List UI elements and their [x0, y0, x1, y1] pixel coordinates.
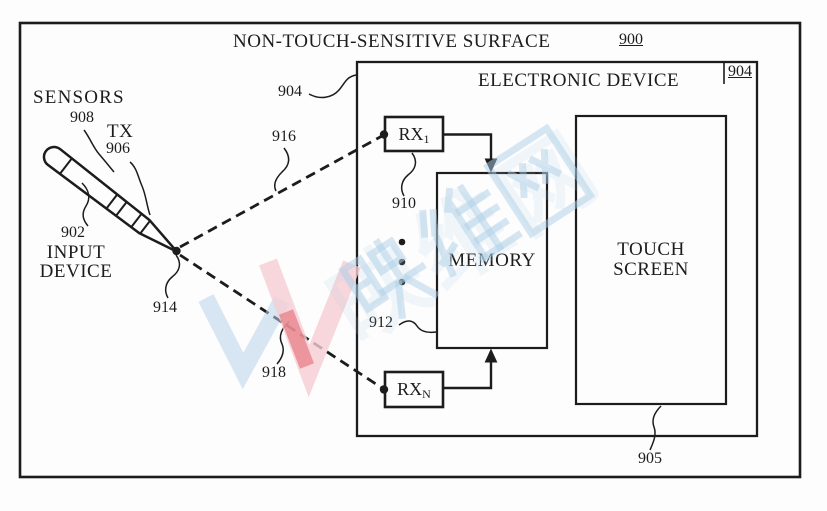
surface-title: NON-TOUCH-SENSITIVE SURFACE — [233, 31, 551, 52]
tip-ref: 914 — [153, 299, 177, 316]
sensors-label: SENSORS — [33, 87, 125, 108]
leader-910 — [400, 152, 417, 197]
touch-screen-box — [574, 114, 728, 406]
touch-screen-ref: 905 — [638, 450, 662, 467]
touch-screen-label: TOUCH SCREEN — [613, 239, 689, 280]
rxn-to-memory-arrow — [443, 348, 498, 390]
electronic-device-title: ELECTRONIC DEVICE — [478, 70, 680, 91]
tx-ref: 906 — [106, 140, 130, 157]
tx-label: TX — [107, 121, 134, 142]
leader-902 — [81, 182, 90, 227]
electronic-device-ref-leader: 904 — [278, 83, 302, 100]
memory-ref: 912 — [369, 314, 393, 331]
rx1-contact-dot — [379, 130, 389, 139]
leader-904 — [308, 74, 357, 99]
electronic-device-box — [355, 60, 759, 438]
input-device-label: INPUT DEVICE — [39, 242, 113, 282]
leader-912 — [398, 320, 437, 334]
rx1-ref: 910 — [392, 195, 416, 212]
stylus-tip-dot — [172, 246, 181, 256]
leader-918 — [276, 321, 290, 365]
link-918-ref: 918 — [262, 364, 286, 381]
memory-label: MEMORY — [448, 250, 536, 271]
input-device-ref: 902 — [61, 224, 85, 241]
leader-908 — [83, 129, 115, 173]
rxn-contact-dot — [379, 385, 389, 394]
surface-ref: 900 — [619, 31, 643, 48]
non-touch-surface-box — [18, 21, 802, 479]
leader-906 — [129, 161, 151, 216]
rx1-box — [383, 115, 445, 153]
link-916-ref: 916 — [272, 128, 296, 145]
leader-916 — [273, 147, 290, 192]
rx-ellipsis-dots — [398, 238, 406, 286]
stylus-drawing — [42, 145, 179, 253]
leader-905 — [649, 405, 662, 451]
electronic-device-ref-corner: 904 — [728, 63, 752, 80]
leader-914 — [164, 254, 181, 299]
sensors-ref: 908 — [70, 109, 94, 126]
signal-line-916 — [179, 134, 383, 249]
rx1-to-memory-arrow — [443, 133, 498, 173]
leader-lines — [81, 74, 662, 451]
